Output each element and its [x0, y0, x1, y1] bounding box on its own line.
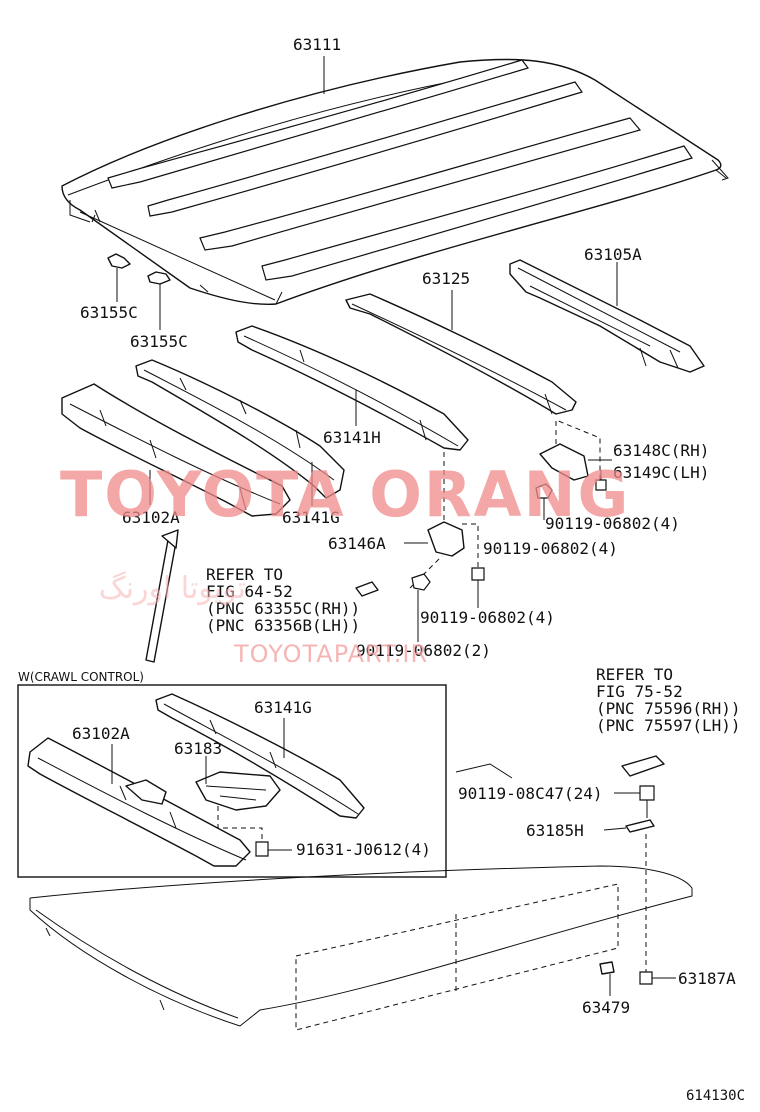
front-header-63102a [61, 383, 291, 517]
watermark-main: TOYOTA ORANG [60, 458, 630, 531]
hook-63155c-upper [107, 253, 131, 302]
label-63149c-lh: 63149C(LH) [613, 463, 709, 482]
inset-title: W(CRAWL CONTROL) [18, 670, 144, 684]
refer-right-line3: (PNC 75596(RH)) [596, 699, 741, 718]
label-63155c-upper: 63155C [80, 303, 138, 322]
label-63105a: 63105A [584, 245, 642, 264]
refer-left-line1: REFER TO [206, 565, 283, 584]
label-63141h: 63141H [323, 428, 381, 447]
watermark-persian: تویوتا اورنگ [99, 571, 246, 606]
refer-left-line2: FIG 64-52 [206, 582, 293, 601]
clip-refer-fig-64-52 [355, 581, 379, 597]
bracket-63146a [404, 521, 479, 589]
figure-code: 614130C [686, 1088, 745, 1104]
roof-bow-63141h [235, 325, 469, 451]
inset-crawl-control: W(CRAWL CONTROL) 63102A 63141G 63183 916… [17, 670, 447, 878]
inset-label-63141g: 63141G [254, 698, 312, 717]
label-63111: 63111 [293, 35, 341, 54]
refer-right-line2: FIG 75-52 [596, 682, 683, 701]
label-63185h: 63185H [526, 821, 584, 840]
watermark-sub: TOYOTAPART.IR [233, 640, 428, 668]
roof-bow-63125 [345, 290, 577, 415]
bolt-90119-08c47 [455, 763, 655, 818]
rear-rail-63105a [509, 259, 705, 373]
label-63155c-lower: 63155C [130, 332, 188, 351]
inset-label-63102a: 63102A [72, 724, 130, 743]
roof-panel-63111 [61, 58, 729, 306]
refer-right-line1: REFER TO [596, 665, 673, 684]
bolt-90119-c [471, 567, 485, 608]
refer-left-line4: (PNC 63356B(LH)) [206, 616, 360, 635]
refer-right-line4: (PNC 75597(LH)) [596, 716, 741, 735]
clip-63187a [639, 971, 676, 985]
bolt-90119-d [411, 573, 431, 642]
hook-63155c-lower [147, 271, 171, 330]
label-63146a: 63146A [328, 534, 386, 553]
label-63141g: 63141G [282, 508, 340, 527]
label-63479: 63479 [582, 998, 630, 1017]
roof-outline-lower [29, 834, 693, 1031]
roof-bow-63141g [135, 359, 345, 506]
inset-label-91631: 91631-J0612(4) [296, 840, 431, 859]
label-90119-b: 90119-06802(4) [483, 539, 618, 558]
label-63187a: 63187A [678, 969, 736, 988]
label-90119-a: 90119-06802(4) [545, 514, 680, 533]
label-90119-c: 90119-06802(4) [420, 608, 555, 627]
bracket-63148c-63149c [539, 419, 612, 481]
inset-label-63183: 63183 [174, 739, 222, 758]
arrow-inset-to-header [145, 529, 179, 663]
strip-63185h [603, 819, 655, 833]
label-63125: 63125 [422, 269, 470, 288]
label-63148c-rh: 63148C(RH) [613, 441, 709, 460]
rack-foot-refer-75-52 [621, 755, 665, 777]
label-63102a: 63102A [122, 508, 180, 527]
clip-63479 [599, 961, 615, 996]
label-90119-d: 90119-06802(2) [356, 641, 491, 660]
bolt-90119-a [535, 483, 553, 520]
label-90119-08c47: 90119-08C47(24) [458, 784, 603, 803]
refer-left-line3: (PNC 63355C(RH)) [206, 599, 360, 618]
bolt-90119-upright [595, 470, 607, 491]
